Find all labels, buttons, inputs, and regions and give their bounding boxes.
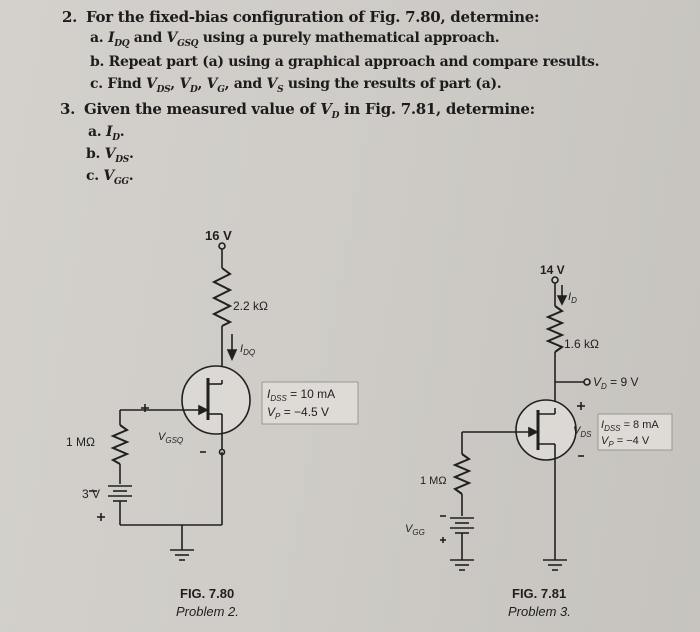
problem-2-item-c: c. Find VDS, VD, VG, and VS using the re…: [90, 76, 502, 95]
fig-781-vd-label: VD = 9 V: [593, 375, 638, 391]
fig-780-battery-label: 3 V: [82, 487, 100, 501]
problem-2-number: 2.: [62, 8, 78, 26]
problem-3-item-b: b. VDS.: [86, 146, 134, 165]
fig-781-vds-label: VDS: [573, 425, 592, 439]
fig-780-caption: FIG. 7.80: [180, 586, 234, 601]
fig-780-params-1: IDSS = 10 mA: [267, 387, 335, 403]
fig-780-circuit: [89, 242, 251, 561]
problem-3-item-c: c. VGG.: [86, 168, 134, 187]
problem-2-item-b: b. Repeat part (a) using a graphical app…: [90, 54, 600, 70]
fig-781-vgg-label: VGG: [405, 523, 425, 537]
fig-780-subcaption: Problem 2.: [176, 604, 239, 619]
problem-3-heading: 3.Given the measured value of VD in Fig.…: [60, 100, 535, 121]
fig-780-params-box: [261, 381, 359, 425]
fig-781-params-1: IDSS = 8 mA: [601, 419, 659, 433]
fig-781-rg-label: 1 MΩ: [420, 475, 447, 487]
fig-780-current-label: IDQ: [240, 343, 255, 357]
problem-2-text: For the fixed-bias configuration of Fig.…: [86, 8, 540, 26]
problem-2-heading: 2. For the fixed-bias configuration of Fi…: [62, 8, 540, 26]
fig-781-caption: FIG. 7.81: [512, 586, 566, 601]
fig-780-rd-label: 2.2 kΩ: [233, 299, 268, 313]
fig-781-subcaption: Problem 3.: [508, 604, 571, 619]
problem-3-number: 3.: [60, 100, 76, 118]
fig-781-rd-label: 1.6 kΩ: [564, 337, 599, 351]
fig-781-supply-label: 14 V: [540, 263, 565, 277]
fig-780-rg-label: 1 MΩ: [66, 435, 95, 449]
problem-3-item-a: a. ID.: [88, 124, 125, 143]
fig-781-params-box: [597, 413, 673, 451]
fig-780-supply-label: 16 V: [205, 228, 232, 243]
problem-2-item-a: a. IDQ and VGSQ using a purely mathemati…: [90, 30, 500, 49]
fig-780-params-2: VP = −4.5 V: [267, 405, 329, 421]
fig-781-circuit: [440, 276, 591, 571]
fig-780-vgs-label: VGSQ: [158, 431, 183, 445]
fig-781-current-label: ID: [568, 291, 577, 305]
fig-781-params-2: VP = −4 V: [601, 435, 650, 449]
